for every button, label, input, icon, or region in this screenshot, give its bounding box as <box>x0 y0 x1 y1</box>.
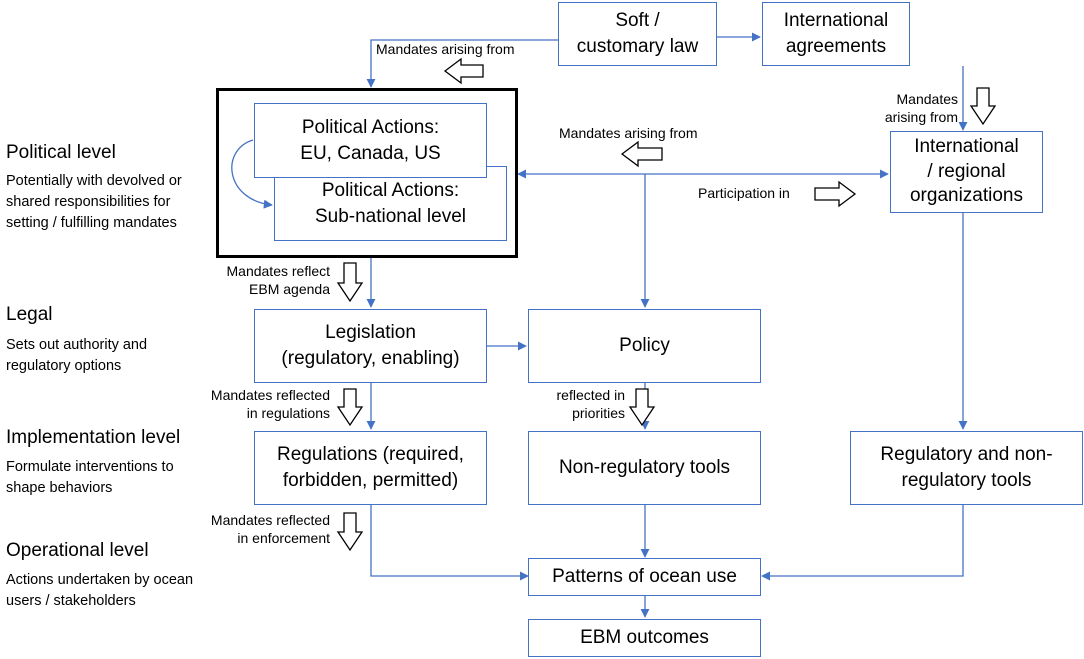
block-arrow-down-regulations <box>336 388 364 427</box>
label-mandates-arising-center: Mandates arising from <box>559 125 698 141</box>
connector-national-to-subnational <box>231 139 273 209</box>
legal-level-desc: Sets out authority and regulatory option… <box>6 337 148 375</box>
ebm-outcomes-box: EBM outcomes <box>528 619 761 657</box>
label-participation-in: Participation in <box>698 185 790 201</box>
label-reflected-in-regulations: Mandates reflected in regulations <box>210 387 330 422</box>
regulations-box: Regulations (required, forbidden, permit… <box>254 431 487 505</box>
international-organizations-box: International / regional organizations <box>890 131 1043 213</box>
political-subnational-box: Political Actions: Sub-national level <box>274 166 507 241</box>
block-arrow-left-top <box>443 57 484 85</box>
political-level-title: Political level <box>6 142 116 163</box>
policy-box: Policy <box>528 309 761 383</box>
connector-regtools-to-patterns <box>761 505 964 581</box>
non-regulatory-tools-box: Non-regulatory tools <box>528 431 761 505</box>
soft-customary-law-box: Soft / customary law <box>558 2 717 66</box>
political-level-desc: Potentially with devolved or shared resp… <box>6 173 182 232</box>
block-arrow-down-priorities <box>628 388 656 427</box>
label-reflected-in-enforcement: Mandates reflected in enforcement <box>210 512 330 547</box>
label-mandates-arising-right: Mandates arising from <box>884 91 958 126</box>
block-arrow-left-center <box>620 140 663 168</box>
block-arrow-down-right <box>969 87 997 126</box>
implementation-level-title: Implementation level <box>6 427 181 448</box>
block-arrow-down-enforcement <box>336 512 364 552</box>
operational-level-title: Operational level <box>6 540 149 561</box>
legislation-box: Legislation (regulatory, enabling) <box>254 309 487 383</box>
operational-level-desc: Actions undertaken by ocean users / stak… <box>6 572 194 610</box>
regulatory-non-regulatory-tools-box: Regulatory and non- regulatory tools <box>850 431 1083 505</box>
implementation-level-desc: Formulate interventions to shape behavio… <box>6 459 174 497</box>
international-agreements-box: International agreements <box>762 2 910 66</box>
block-arrow-down-ebm-agenda <box>336 262 364 303</box>
political-national-box: Political Actions: EU, Canada, US <box>254 103 487 178</box>
label-mandates-arising-top: Mandates arising from <box>376 41 515 57</box>
legal-level-title: Legal <box>6 304 53 325</box>
label-ebm-agenda: Mandates reflect EBM agenda <box>226 263 331 298</box>
political-actions-frame <box>216 88 518 258</box>
connector-regulations-to-patterns <box>370 505 529 581</box>
block-arrow-right-participation <box>814 180 857 208</box>
patterns-of-ocean-use-box: Patterns of ocean use <box>528 558 761 596</box>
connector-softlaw-to-political <box>366 39 558 88</box>
label-reflected-in-priorities: reflected in priorities <box>556 387 625 422</box>
